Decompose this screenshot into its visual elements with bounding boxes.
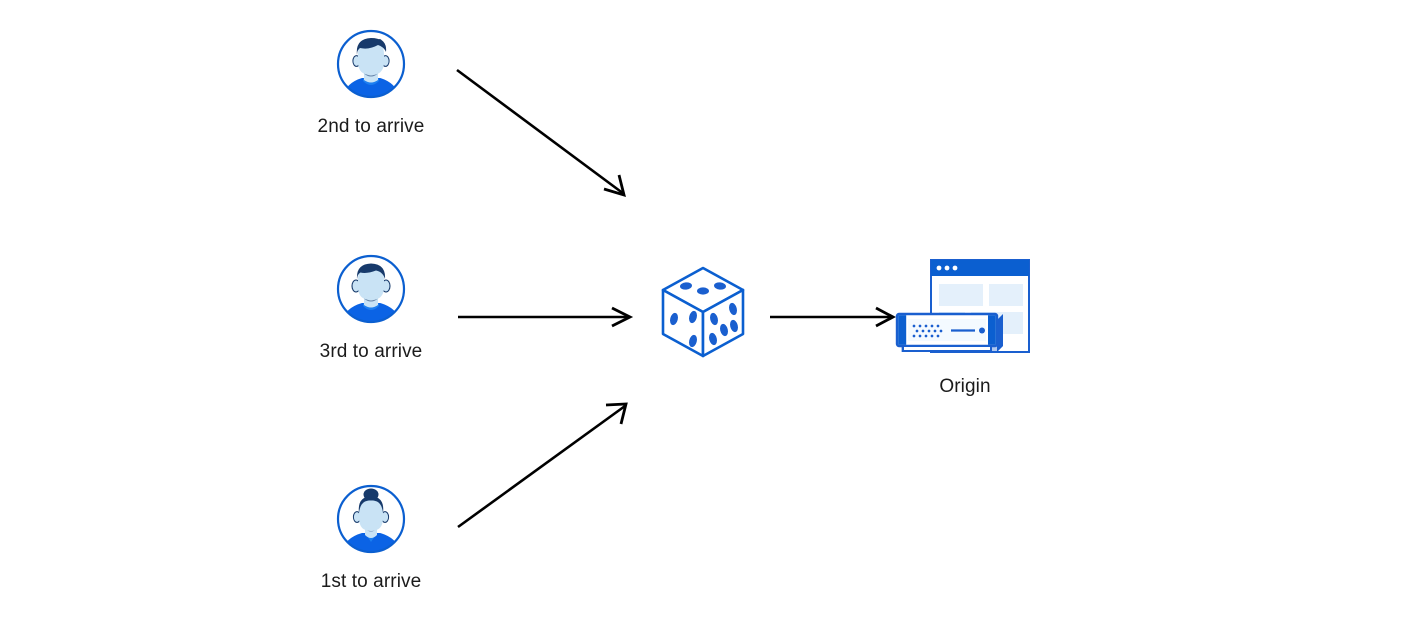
arrow-3rd-to-dice bbox=[458, 306, 634, 328]
client-label-2nd: 2nd to arrive bbox=[317, 116, 425, 137]
origin-label: Origin bbox=[939, 376, 991, 397]
load-balancer-node[interactable] bbox=[657, 262, 749, 367]
user-avatar-icon bbox=[336, 29, 406, 99]
origin-node[interactable]: Origin bbox=[893, 258, 1043, 397]
dice-icon bbox=[661, 266, 745, 358]
client-label-1st: 1st to arrive bbox=[320, 571, 422, 592]
user-avatar-icon bbox=[336, 254, 406, 324]
client-label-3rd: 3rd to arrive bbox=[319, 341, 423, 362]
server-device-icon bbox=[895, 312, 1003, 352]
user-avatar-icon bbox=[336, 484, 406, 554]
origin-server-icon bbox=[895, 259, 1030, 353]
arrow-1st-to-dice bbox=[457, 402, 628, 529]
arrow-dice-to-origin bbox=[770, 306, 896, 328]
